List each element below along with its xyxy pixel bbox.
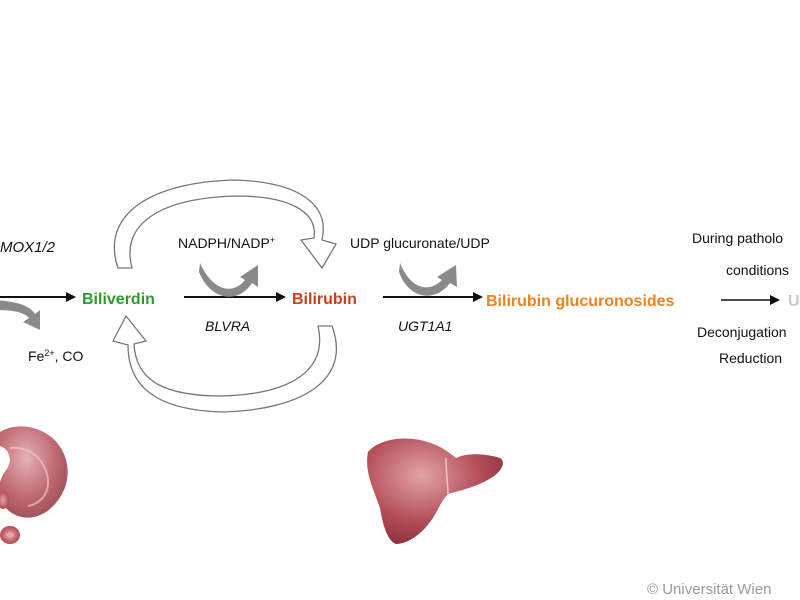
red-blood-cell-icon (0, 491, 20, 544)
iron-co-label: Fe2+, CO (28, 348, 83, 364)
reduction-label: Reduction (719, 350, 782, 366)
copyright-watermark: © Universität Wien (647, 581, 771, 598)
cycle-arrow-bottom (112, 315, 338, 413)
spleen-icon (0, 426, 68, 518)
pathological-conditions-line2: conditions (726, 262, 789, 278)
cofactor-arrow-mox (0, 300, 40, 330)
cofactor-arrow-blvra (199, 263, 258, 297)
enzyme-ugt1a1-label: UGT1A1 (398, 318, 452, 334)
enzyme-mox-label: MOX1/2 (0, 239, 56, 256)
liver-icon (367, 438, 503, 544)
deconjugation-label: Deconjugation (697, 324, 787, 340)
right-product-fragment: U (788, 293, 800, 310)
glucuronides-label: Bilirubin glucuronosides (486, 293, 675, 310)
enzyme-blvra-label: BLVRA (205, 318, 250, 334)
cofactor-nadph-label: NADPH/NADP+ (178, 235, 275, 251)
biliverdin-label: Biliverdin (82, 291, 155, 308)
cofactor-udp-label: UDP glucuronate/UDP (350, 235, 490, 251)
bilirubin-label: Bilirubin (292, 291, 357, 308)
pathological-conditions-line1: During patholo (692, 230, 783, 246)
cofactor-arrow-ugt1a1 (399, 263, 457, 296)
cycle-arrow-top (113, 179, 337, 269)
